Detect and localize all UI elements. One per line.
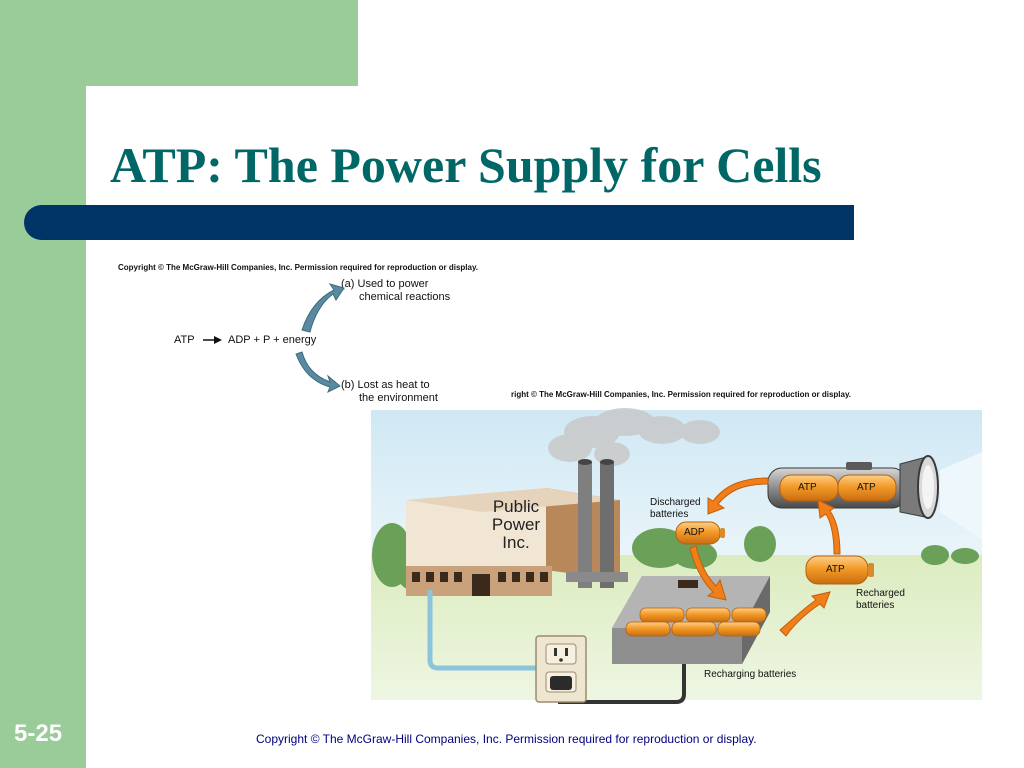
adp-battery [675,521,725,545]
discharged-label-line2: batteries [650,509,689,520]
building-sign-line2: Power [491,515,541,534]
charging-batteries [625,607,767,637]
discharged-label-line1: Discharged [650,497,701,508]
branch-b-line2: the environment [359,392,438,404]
recharged-label-line2: batteries [856,600,895,611]
branch-a-line2: chemical reactions [359,291,451,303]
reaction-arrow [203,336,222,344]
flashlight [767,455,939,519]
recharged-atp-battery [805,555,874,585]
flashlight-atp-label-2: ATP [857,482,876,493]
wall-outlet [535,635,587,703]
cycle-arrows [689,477,841,637]
slide-number: 5-25 [14,720,63,747]
green-side-band [0,0,86,768]
building-sign: Public Power Inc. [486,498,546,552]
slide-title: ATP: The Power Supply for Cells [110,137,822,193]
title-underline-bar [24,205,854,240]
flashlight-atp-label-1: ATP [798,482,817,493]
recharged-atp-label: ATP [826,564,845,575]
figure-b-copyright: right © The McGraw-Hill Companies, Inc. … [511,390,852,399]
arrow-charger-to-recharged [779,591,831,637]
recharged-label-line1: Recharged [856,588,905,599]
reactant-atp: ATP [174,334,195,346]
adp-battery-label: ADP [684,527,705,538]
arrow-recharged-to-flashlight [817,499,841,555]
branch-a-line1: (a) Used to power [341,278,429,290]
arrow-flashlight-to-discharged [707,477,769,515]
smokestacks [566,459,628,588]
smoke-cloud [548,408,720,466]
branch-b-arrow [295,351,341,394]
figure-a-copyright: Copyright © The McGraw-Hill Companies, I… [118,263,479,272]
footer-copyright: Copyright © The McGraw-Hill Companies, I… [256,732,757,746]
branch-b-line1: (b) Lost as heat to [341,379,430,391]
arrow-discharged-to-charger [689,545,727,601]
building-sign-line1: Public [492,497,540,516]
power-cable [427,590,548,671]
recharging-label: Recharging batteries [704,669,797,680]
products-label: ADP + P + energy [228,334,317,346]
charger-cord [558,664,686,704]
branch-a-arrow [301,283,345,333]
building-sign-line3: Inc. [502,533,530,552]
